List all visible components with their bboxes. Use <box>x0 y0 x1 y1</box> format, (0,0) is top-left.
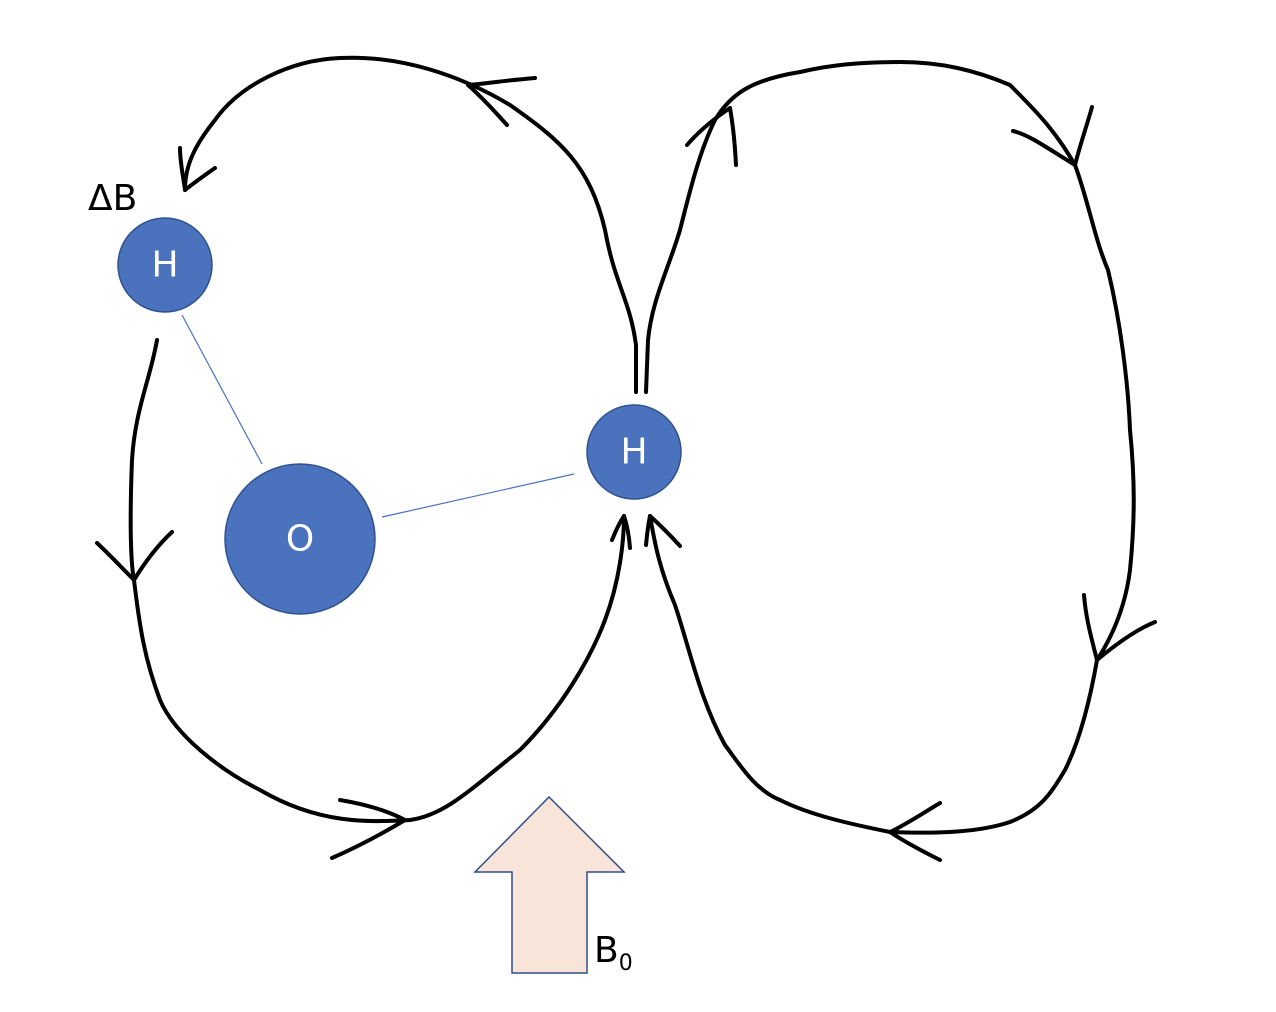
arrowhead-top-left-loop <box>466 76 537 127</box>
hydrogen-top-left-label: H <box>151 245 178 286</box>
arrowhead-right-top-right <box>1011 105 1094 167</box>
b0-label-subscript: 0 <box>619 951 633 976</box>
hydrogen-right-label: H <box>620 432 647 473</box>
arrowhead-into-right-h-left <box>610 514 632 550</box>
hydrogen-atom-right: H <box>586 404 682 500</box>
b0-label-main: B <box>594 930 619 971</box>
arrowhead-into-top-h <box>178 146 217 192</box>
arrowhead-right-top-left <box>685 106 738 167</box>
oxygen-atom: O <box>224 463 376 615</box>
arrowhead-left-bottom <box>330 798 407 860</box>
b0-label: B0 <box>594 930 633 976</box>
right-loop-top-line <box>644 60 1077 394</box>
oxygen-label: O <box>286 519 314 560</box>
delta-b-label: ΔB <box>88 178 137 219</box>
right-loop-bottom-line <box>648 163 1136 835</box>
arrowhead-right-bottom <box>888 801 942 862</box>
left-loop-bottom-line <box>128 338 626 824</box>
bond-o-to-top-h <box>181 314 263 465</box>
arrowhead-right-side <box>1082 593 1157 662</box>
left-loop-top-line <box>183 55 638 394</box>
arrowhead-left-side <box>95 530 174 582</box>
hydrogen-atom-top-left: H <box>117 217 213 313</box>
arrowhead-into-right-h-right <box>644 514 682 548</box>
bond-o-to-right-h <box>381 473 575 518</box>
b0-field-arrow <box>473 795 626 974</box>
